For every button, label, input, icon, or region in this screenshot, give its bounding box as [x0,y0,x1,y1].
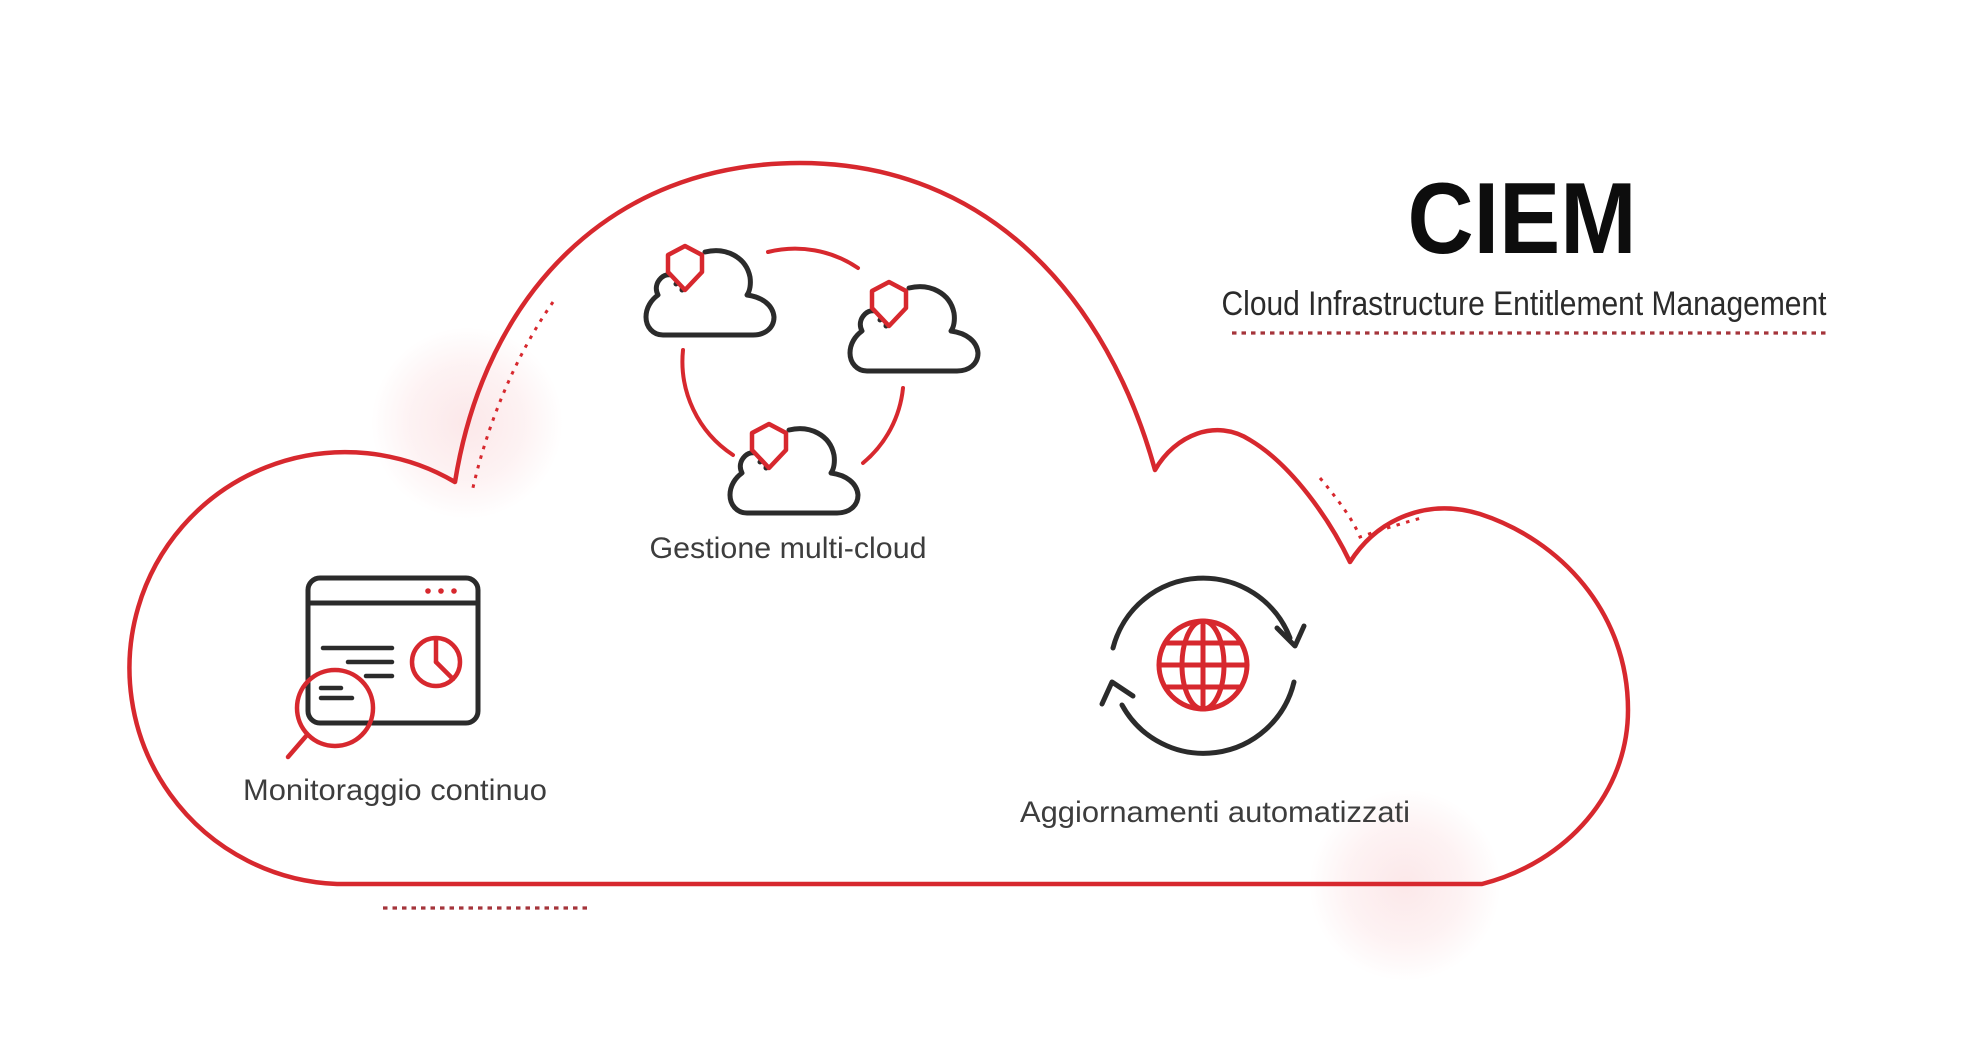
header: CIEM Cloud Infrastructure Entitlement Ma… [1222,163,1828,335]
magnifier-icon [285,667,376,760]
arrowhead-top-right [1274,623,1307,649]
arrowhead-bottom-left [1099,679,1136,707]
sync-arrows-icon [1099,575,1307,756]
pie-chart-icon [409,635,463,689]
dotted-arc-left [470,301,555,493]
feature-updates: Aggiornamenti automatizzati [1020,575,1410,829]
shield-cloud-icon-top-left [646,246,774,335]
page-subtitle: Cloud Infrastructure Entitlement Managem… [1222,285,1827,323]
feature-monitoring: Monitoraggio continuo [243,575,547,807]
cloud-connector-arc-top [766,246,860,270]
feature-label-multi-cloud: Gestione multi-cloud [650,532,927,565]
magnifier-handle [285,732,310,760]
feature-label-monitoring: Monitoraggio continuo [243,774,547,807]
browser-menu-dots-icon [425,588,457,594]
dotted-arc-right [1318,477,1422,539]
browser-text-lines [320,645,395,679]
shield-cloud-icon-right [850,282,978,371]
shield-cloud-icon-bottom [730,424,858,513]
cloud-outline [127,160,1631,887]
globe-icon [1156,618,1250,712]
browser-window-icon [305,575,481,726]
magnifier-lens [294,667,376,749]
feature-label-updates: Aggiornamenti automatizzati [1020,796,1410,829]
page-title: CIEM [1408,163,1637,275]
cloud-connector-arc-left [680,348,735,457]
cloud-connector-arc-right [861,386,905,465]
feature-multi-cloud: Gestione multi-cloud [646,246,978,565]
decorative-dotted-accents [383,301,1422,910]
